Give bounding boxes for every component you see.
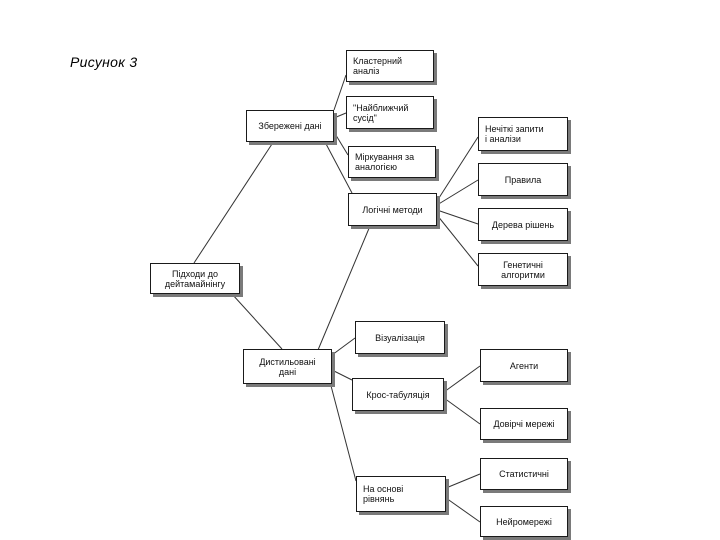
edge-root-distilled: [231, 293, 283, 350]
node-distilled-data: Дистильовані дані: [243, 349, 332, 384]
edge-logical-trees: [436, 209, 479, 225]
edge-logical-genetic: [436, 214, 479, 267]
node-neural-networks-label: Нейромережі: [496, 516, 552, 527]
node-statistical: Статистичні: [480, 458, 568, 490]
edge-stored-logical: [324, 141, 353, 194]
edge-equation-neural: [445, 497, 481, 523]
edge-equation-statistical: [445, 473, 481, 489]
node-cross-tabulation-label: Крос-табуляція: [366, 389, 430, 400]
node-rules-label: Правила: [504, 174, 542, 185]
node-decision-trees: Дерева рішень: [478, 208, 568, 241]
node-trust-networks-label: Довірчі мережі: [493, 419, 555, 429]
node-equation-based-label: На основі рівнянь: [363, 484, 404, 504]
figure-label: Рисунок 3: [70, 54, 138, 70]
node-logical-methods: Логічні методи: [348, 193, 437, 226]
node-visualization: Візуалізація: [355, 321, 445, 354]
node-analog-reasoning-label: Міркування за аналогією: [355, 152, 415, 172]
edge-stored-analog: [333, 131, 349, 156]
edge-logical-fuzzy: [436, 136, 479, 202]
edge-cross-agents: [443, 365, 481, 393]
edge-cross-trust: [443, 397, 481, 425]
edge-distilled-visual: [331, 337, 356, 356]
edge-distilled-cross: [331, 369, 353, 381]
node-nearest-neighbor: "Найближчий сусід": [346, 96, 434, 129]
node-logical-methods-label: Логічні методи: [362, 204, 423, 215]
node-distilled-data-label: Дистильовані дані: [259, 356, 316, 377]
node-statistical-label: Статистичні: [499, 469, 549, 479]
node-nearest-neighbor-label: "Найближчий сусід": [353, 102, 409, 123]
edge-distilled-equation: [329, 381, 357, 482]
node-agents: Агенти: [480, 349, 568, 382]
node-cluster-analysis: Кластерний аналіз: [346, 50, 434, 82]
node-stored-data: Збережені дані: [246, 110, 334, 142]
node-cross-tabulation: Крос-табуляція: [352, 378, 444, 411]
edge-stored-cluster: [333, 74, 347, 111]
node-genetic-algorithms: Генетичні алгоритми: [478, 253, 568, 286]
node-rules: Правила: [478, 163, 568, 196]
edge-distilled-logical: [317, 225, 371, 351]
node-fuzzy-queries-label: Нечіткі запити і аналізи: [485, 124, 544, 144]
node-neural-networks: Нейромережі: [480, 506, 568, 537]
edge-logical-rules: [436, 179, 479, 206]
node-equation-based: На основі рівнянь: [356, 476, 446, 512]
node-cluster-analysis-label: Кластерний аналіз: [353, 56, 403, 76]
edge-stored-neighbor: [333, 112, 347, 119]
node-analog-reasoning: Міркування за аналогією: [348, 146, 436, 178]
edge-root-stored: [193, 143, 273, 264]
node-stored-data-label: Збережені дані: [258, 121, 322, 131]
node-genetic-algorithms-label: Генетичні алгоритми: [501, 259, 545, 280]
node-fuzzy-queries: Нечіткі запити і аналізи: [478, 117, 568, 151]
node-decision-trees-label: Дерева рішень: [491, 219, 555, 230]
node-agents-label: Агенти: [509, 360, 539, 371]
node-root-label: Підходи до дейтамайнінгу: [164, 268, 226, 289]
node-root: Підходи до дейтамайнінгу: [150, 263, 240, 294]
node-trust-networks: Довірчі мережі: [480, 408, 568, 440]
node-visualization-label: Візуалізація: [375, 332, 425, 343]
